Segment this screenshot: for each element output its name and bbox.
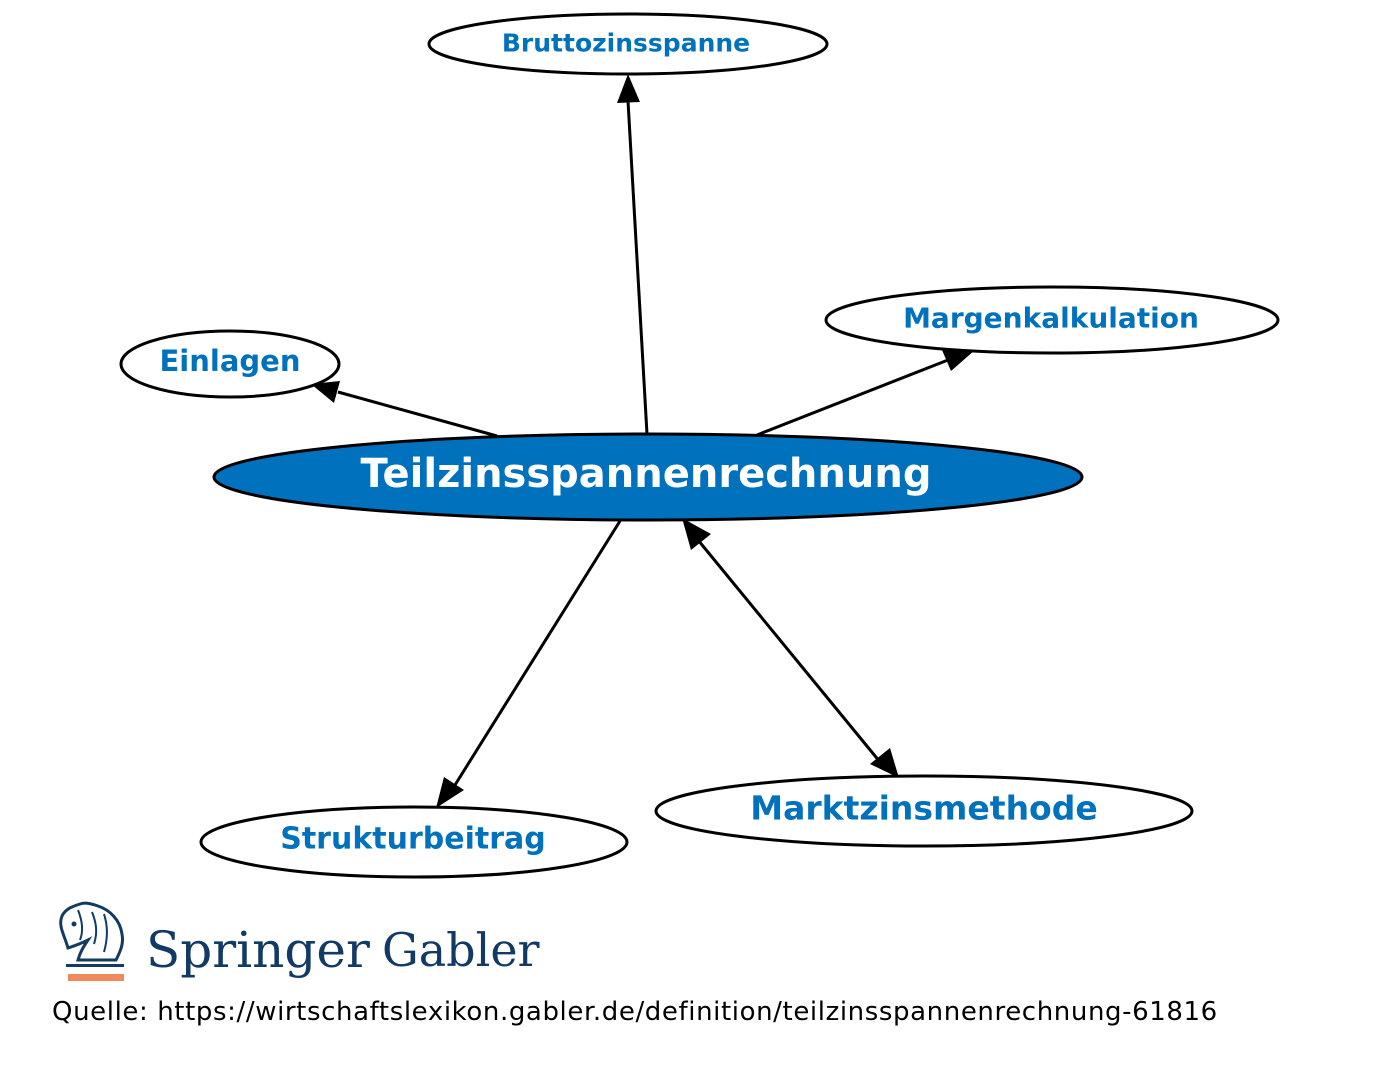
- node-einlagen[interactable]: Einlagen: [119, 329, 341, 399]
- edge-to-margenkalkulation: [756, 358, 949, 437]
- center-node[interactable]: Teilzinsspannenrechnung: [212, 432, 1084, 522]
- edge-to-marktzinsmethode: [696, 539, 882, 763]
- node-strukturbeitrag-label: Strukturbeitrag: [280, 822, 546, 857]
- arrowhead-margenkalkulation: [942, 350, 975, 371]
- arrowhead-marktzinsmethode-start: [682, 518, 711, 550]
- node-bruttozinsspanne-label: Bruttozinsspanne: [502, 29, 750, 58]
- knight-chess-icon: [59, 901, 124, 981]
- edge-to-strukturbeitrag: [453, 520, 622, 786]
- springer-gabler-logo: Springer Gabler: [59, 901, 540, 981]
- node-marktzinsmethode-label: Marktzinsmethode: [750, 789, 1097, 828]
- node-margenkalkulation-label: Margenkalkulation: [903, 302, 1199, 335]
- node-marktzinsmethode[interactable]: Marktzinsmethode: [654, 774, 1194, 848]
- arrowhead-einlagen: [311, 381, 340, 403]
- arrowhead-marktzinsmethode-end: [870, 748, 899, 778]
- node-bruttozinsspanne[interactable]: Bruttozinsspanne: [427, 12, 829, 76]
- logo-springer: Springer: [146, 921, 370, 979]
- node-einlagen-label: Einlagen: [160, 344, 301, 378]
- arrowhead-strukturbeitrag: [436, 777, 464, 808]
- center-node-label: Teilzinsspannenrechnung: [361, 451, 932, 497]
- source-attribution: Quelle: https://wirtschaftslexikon.gable…: [52, 997, 1218, 1027]
- edges: [311, 74, 975, 808]
- logo-gabler: Gabler: [382, 923, 540, 977]
- arrowhead-bruttozinsspanne: [617, 74, 640, 103]
- edge-to-einlagen: [337, 390, 498, 438]
- node-margenkalkulation[interactable]: Margenkalkulation: [824, 285, 1280, 355]
- edge-to-bruttozinsspanne: [626, 100, 649, 435]
- node-strukturbeitrag[interactable]: Strukturbeitrag: [199, 805, 629, 879]
